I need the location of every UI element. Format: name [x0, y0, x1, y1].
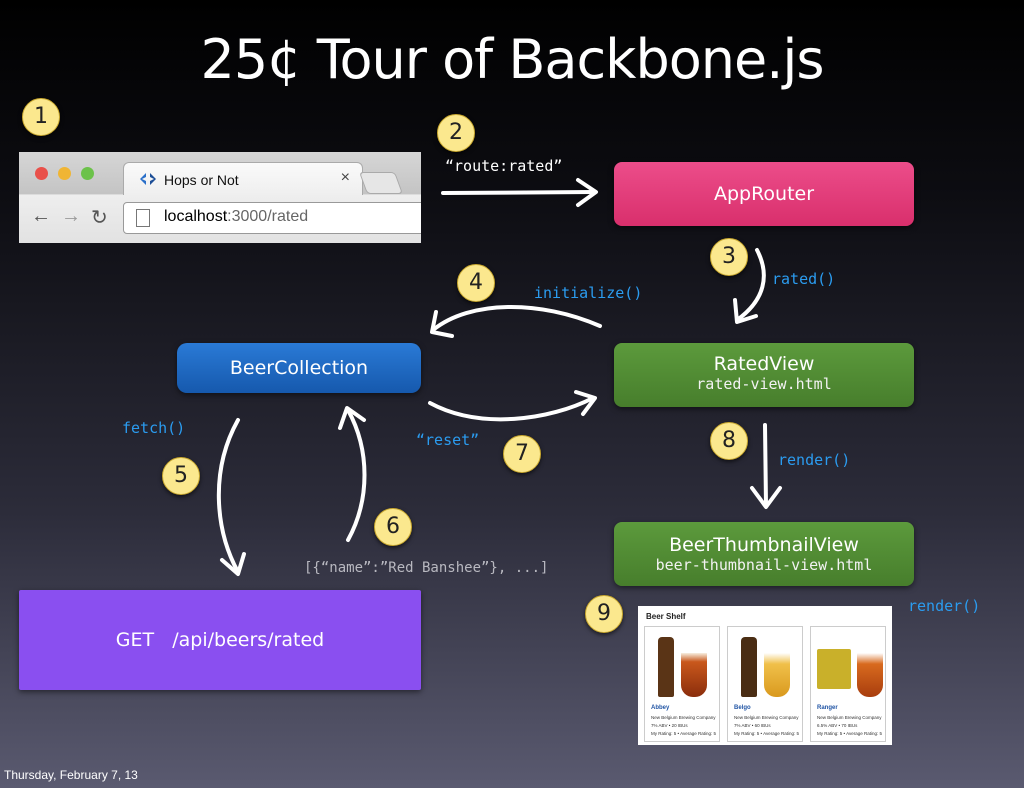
render-arrow: [763, 423, 768, 507]
reset-arrowhead: [574, 390, 597, 416]
rated-method-label: rated(): [772, 270, 836, 288]
footer-date: Thursday, February 7, 13: [4, 768, 138, 782]
step-badge-9: 9: [585, 595, 623, 633]
api-endpoint-box: GET /api/beers/rated: [19, 590, 421, 690]
app-router-label: AppRouter: [713, 183, 815, 205]
reload-icon[interactable]: ↻: [91, 207, 108, 229]
json-response-label: [{“name”:”Red Banshee”}, ...]: [304, 560, 549, 576]
tab-close-icon[interactable]: ×: [340, 169, 350, 186]
page-icon: [136, 209, 150, 227]
route-arrow: [441, 190, 596, 195]
step-badge-7: 7: [503, 435, 541, 473]
app-router-box: AppRouter: [614, 162, 914, 226]
slide-title: 25¢ Tour of Backbone.js: [200, 28, 824, 91]
route-arrowhead: [576, 178, 598, 207]
beer-bottle-image: [741, 637, 757, 697]
step-badge-1: 1: [22, 98, 60, 136]
render-method-label-2: render(): [908, 597, 981, 615]
rated-arrow: [735, 248, 766, 322]
browser-tab[interactable]: Hops or Not ×: [123, 162, 363, 197]
beer-glass-image: [857, 653, 883, 697]
new-tab-button[interactable]: [358, 172, 404, 194]
rated-view-file: rated-view.html: [696, 375, 832, 393]
beer-thumbnail-view-box: BeerThumbnailView beer-thumbnail-view.ht…: [614, 522, 914, 586]
forward-arrow-icon[interactable]: →: [61, 205, 81, 227]
maximize-window-icon[interactable]: [81, 167, 94, 180]
beer-card-abv: 6.5% ABV • 70 IBUs: [817, 723, 858, 728]
rated-arrowhead: [733, 298, 758, 324]
minimize-window-icon[interactable]: [58, 167, 71, 180]
rated-view-label: RatedView: [713, 353, 815, 375]
reset-arrow: [428, 396, 595, 422]
beer-box-image: [817, 649, 851, 689]
backbone-logo-icon: [140, 173, 156, 185]
beer-card-brewery: New Belgium Brewing Company: [734, 715, 799, 720]
response-arrow: [346, 408, 367, 542]
step-badge-5: 5: [162, 457, 200, 495]
beer-glass-image: [764, 653, 790, 697]
beer-thumbnail-view-file: beer-thumbnail-view.html: [655, 556, 873, 574]
beer-card: Belgo New Belgium Brewing Company 7% ABV…: [727, 626, 803, 742]
initialize-method-label: initialize(): [534, 284, 643, 302]
beer-card-brewery: New Belgium Brewing Company: [817, 715, 882, 720]
fetch-method-label: fetch(): [122, 419, 186, 437]
beer-card-rating: My Rating: 5 • Average Rating: 5: [734, 731, 800, 736]
close-window-icon[interactable]: [35, 167, 48, 180]
fetch-arrow: [216, 418, 240, 574]
beer-card-abv: 7% ABV • 20 IBUs: [651, 723, 688, 728]
beer-card-abv: 7% ABV • 60 IBUs: [734, 723, 771, 728]
beer-card-name: Ranger: [817, 705, 838, 711]
beer-card-rating: My Rating: 5 • Average Rating: 5: [817, 731, 883, 736]
browser-toolbar: ← → ↻ localhost:3000/rated: [19, 195, 421, 243]
beer-shelf-title: Beer Shelf: [646, 612, 686, 621]
beer-glass-image: [681, 653, 707, 697]
step-badge-8: 8: [710, 422, 748, 460]
step-badge-6: 6: [374, 508, 412, 546]
render-arrowhead: [750, 486, 782, 509]
address-bar[interactable]: localhost:3000/rated: [123, 202, 421, 234]
beer-collection-box: BeerCollection: [177, 343, 421, 393]
beer-shelf-screenshot: Beer Shelf Abbey New Belgium Brewing Com…: [638, 606, 892, 745]
beer-card-name: Belgo: [734, 705, 751, 711]
beer-card-name: Abbey: [651, 705, 670, 711]
step-badge-4: 4: [457, 264, 495, 302]
beer-card-brewery: New Belgium Brewing Company: [651, 715, 716, 720]
beer-thumbnail-view-label: BeerThumbnailView: [669, 534, 859, 556]
route-rated-label: “route:rated”: [445, 157, 563, 175]
beer-card: Abbey New Belgium Brewing Company 7% ABV…: [644, 626, 720, 742]
rated-view-box: RatedView rated-view.html: [614, 343, 914, 407]
initialize-arrowhead: [430, 310, 454, 338]
initialize-arrow: [431, 305, 602, 332]
render-method-label: render(): [778, 451, 851, 469]
reset-event-label: “reset”: [416, 431, 480, 449]
url-text: localhost:3000/rated: [164, 208, 309, 225]
beer-card-rating: My Rating: 5 • Average Rating: 5: [651, 731, 717, 736]
beer-collection-label: BeerCollection: [229, 357, 369, 379]
browser-window: Hops or Not × ← → ↻ localhost:3000/rated: [19, 152, 421, 243]
step-badge-3: 3: [710, 238, 748, 276]
fetch-arrowhead: [220, 552, 246, 576]
response-arrowhead: [338, 406, 366, 430]
browser-tab-bar: Hops or Not ×: [19, 152, 421, 197]
step-badge-2: 2: [437, 114, 475, 152]
beer-card: Ranger New Belgium Brewing Company 6.5% …: [810, 626, 886, 742]
back-arrow-icon[interactable]: ←: [31, 205, 51, 227]
api-endpoint-label: GET /api/beers/rated: [115, 629, 325, 651]
tab-title: Hops or Not: [164, 172, 239, 188]
beer-bottle-image: [658, 637, 674, 697]
